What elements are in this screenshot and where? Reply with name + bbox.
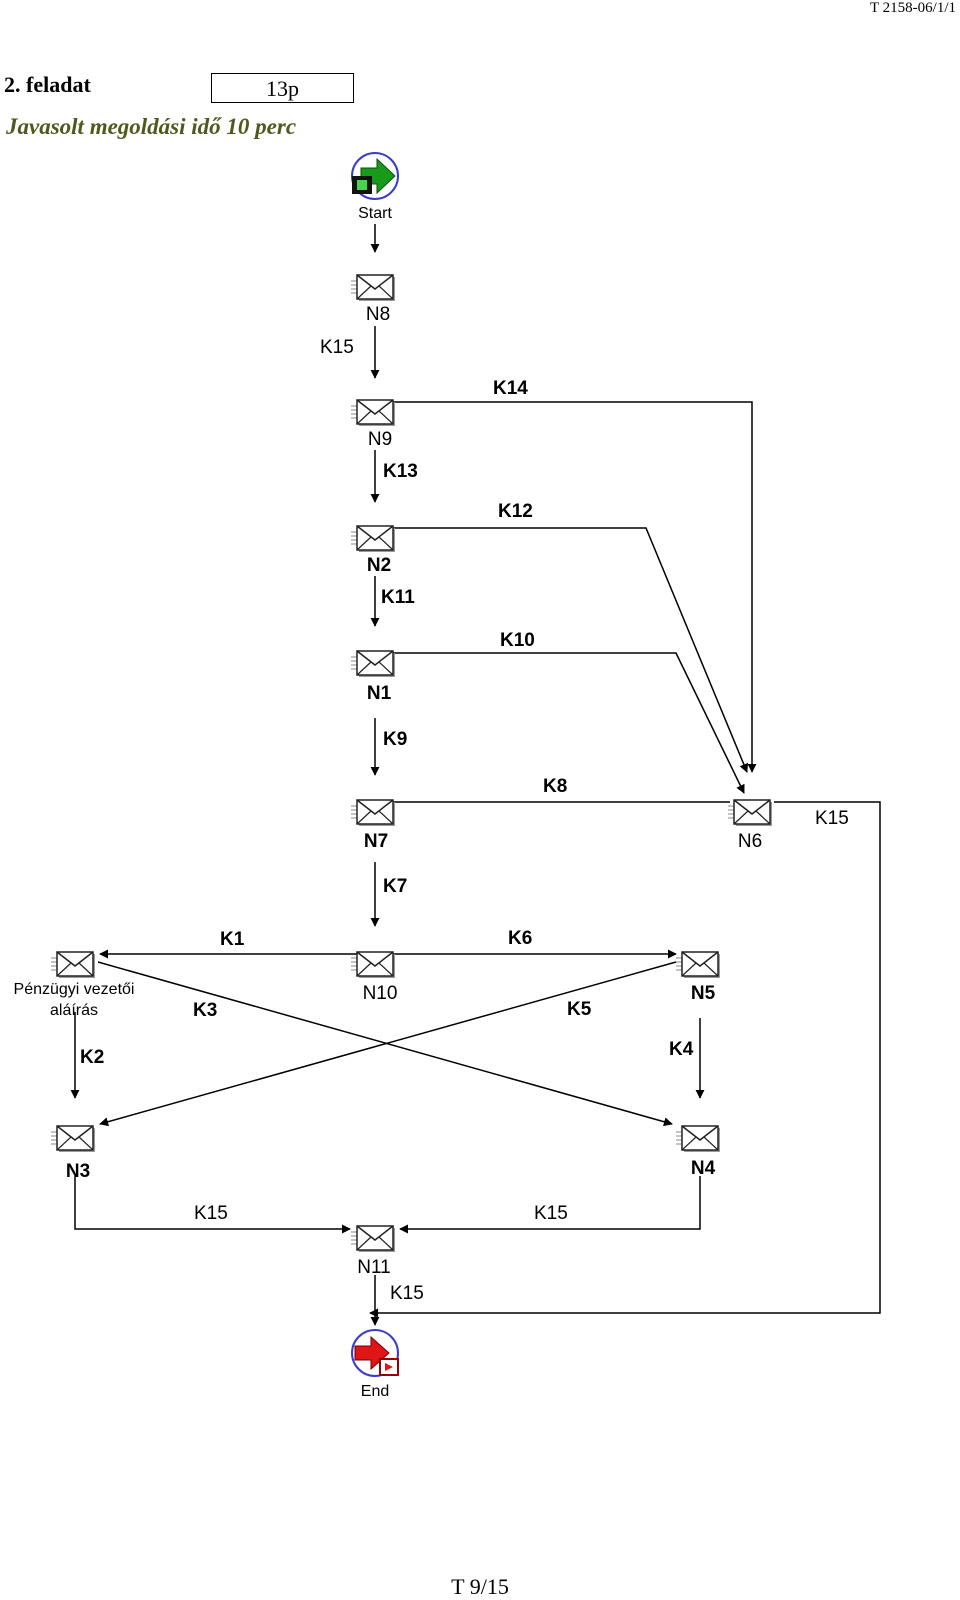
node-n4-label: N4	[691, 1158, 716, 1179]
start-label: Start	[358, 205, 392, 222]
edge-label-n9-n2: K13	[383, 461, 418, 482]
node-n7-label: N7	[364, 831, 388, 852]
edge-n6-end	[369, 801, 881, 1318]
edge-label-n1-n7: K9	[383, 729, 407, 750]
edge-pv-n4	[97, 961, 673, 1127]
node-pv-label-line2: aláírás	[50, 1002, 98, 1019]
start-node	[351, 152, 399, 200]
edge-label-n6-end-top: K15	[815, 808, 849, 829]
edge-n9-n6	[393, 401, 757, 773]
edge-n4-n11	[399, 1176, 701, 1234]
node-n9-icon	[350, 399, 396, 427]
node-n1-label: N1	[367, 683, 392, 704]
node-pv-icon	[50, 951, 96, 979]
node-n8-icon	[350, 274, 396, 302]
edge-label-n9-n6: K14	[493, 378, 528, 399]
node-n5-label: N5	[691, 983, 716, 1004]
suggested-time: Javasolt megoldási idő 10 perc	[6, 114, 297, 139]
edge-label-n11-end: K15	[390, 1283, 424, 1304]
node-n10-icon	[350, 951, 396, 979]
node-n7-icon	[350, 799, 396, 827]
edge-label-n10-pv: K1	[220, 929, 245, 950]
node-n6-label: N6	[738, 831, 762, 852]
node-n4-icon	[675, 1125, 721, 1153]
edge-label-n5-n4: K4	[669, 1039, 694, 1060]
edge-label-n10-n5: K6	[508, 928, 532, 949]
node-n1-icon	[350, 650, 396, 678]
edge-n5-n3	[99, 961, 677, 1127]
node-n8-label: N8	[366, 304, 390, 325]
node-n9-label: N9	[368, 429, 392, 450]
edge-label-n7-n6: K8	[543, 776, 567, 797]
edge-label-pv-n3: K2	[80, 1047, 104, 1068]
points-box: 13p	[211, 73, 354, 103]
edge-label-n7-n10: K7	[383, 876, 407, 897]
node-n2-icon	[350, 525, 396, 553]
edge-n1-n6	[393, 652, 745, 794]
edge-label-n1-n6: K10	[500, 630, 535, 651]
edge-label-n3-n11: K15	[194, 1203, 228, 1224]
edge-label-pv-n4: K3	[193, 1000, 217, 1021]
edge-label-n8-n9: K15	[320, 337, 354, 358]
edge-label-n2-n1: K11	[381, 587, 415, 608]
end-node	[351, 1329, 399, 1377]
node-pv-label-line1: Pénzügyi vezetői	[14, 981, 135, 998]
node-n2-label: N2	[367, 555, 391, 576]
edge-n3-n11	[74, 1176, 351, 1234]
node-n5-icon	[675, 951, 721, 979]
node-n6-icon	[727, 799, 773, 827]
node-n3-label: N3	[66, 1161, 90, 1182]
edge-n2-n6	[393, 527, 749, 773]
page-number: T 9/15	[451, 1574, 509, 1599]
document-code: T 2158-06/1/1	[870, 0, 956, 16]
node-n3-icon	[50, 1125, 96, 1153]
node-n10-label: N10	[363, 983, 398, 1004]
task-title: 2. feladat	[4, 72, 91, 97]
end-label: End	[361, 1383, 389, 1400]
edge-label-n5-n3: K5	[567, 999, 592, 1020]
node-n11-label: N11	[357, 1257, 390, 1278]
node-n11-icon	[350, 1225, 396, 1253]
edge-label-n4-n11: K15	[534, 1203, 568, 1224]
edge-label-n2-n6: K12	[498, 501, 533, 522]
